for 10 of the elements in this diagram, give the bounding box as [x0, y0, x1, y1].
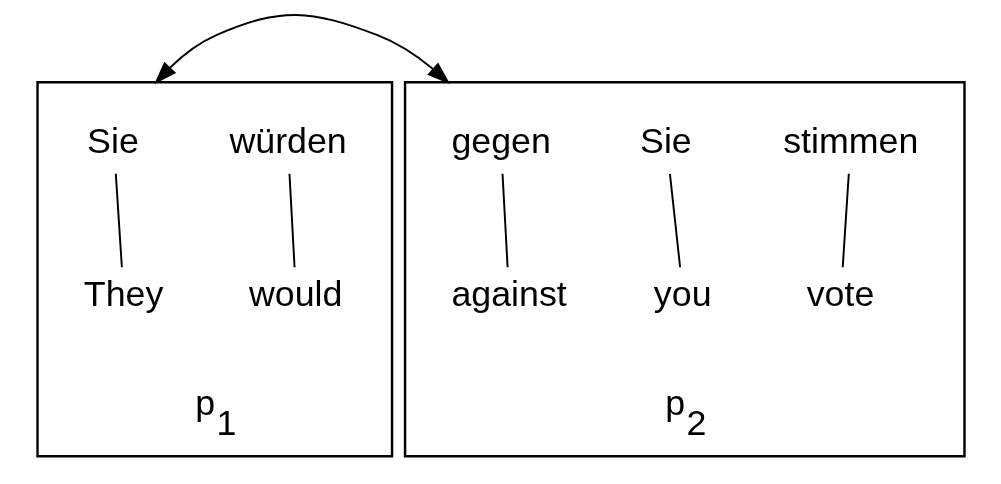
node-text: against: [450, 273, 567, 314]
node-text: They: [83, 273, 163, 314]
node-text: Sie: [86, 121, 139, 162]
node-text: vote: [806, 273, 874, 314]
node-text: stimmen: [782, 121, 918, 162]
node-text: würden: [228, 121, 347, 162]
node-text: would: [248, 273, 342, 314]
node-text: you: [653, 273, 712, 314]
node-text: Sie: [639, 121, 692, 162]
node-text: gegen: [450, 121, 551, 162]
